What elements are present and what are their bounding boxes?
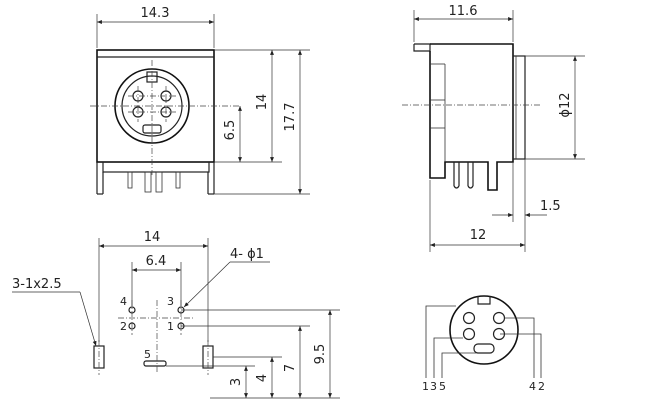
pinout-left-1: 1 bbox=[422, 380, 429, 393]
pinout-right-2: 2 bbox=[538, 380, 545, 393]
pinout-left-5: 5 bbox=[439, 380, 446, 393]
fp-slot-callout: 3-1x2.5 bbox=[12, 277, 62, 292]
fp-pin-5: 5 bbox=[144, 348, 151, 361]
front-total-height-label: 17.7 bbox=[283, 103, 298, 132]
front-inner-height-label: 14 bbox=[255, 94, 270, 111]
fp-height-9-5: 9.5 bbox=[313, 344, 328, 365]
fp-width-label: 14 bbox=[144, 230, 161, 245]
pcb-footprint: 4 3 2 1 5 14 6.4 4- ϕ1 3-1x2.5 3 4 bbox=[12, 230, 340, 399]
side-view: 11.6 ϕ12 1.5 12 bbox=[402, 4, 585, 252]
fp-pin-2: 2 bbox=[120, 320, 127, 333]
fp-hole-callout: 4- ϕ1 bbox=[230, 247, 264, 262]
side-pin-span-label: 12 bbox=[470, 228, 487, 243]
fp-spacing-label: 6.4 bbox=[146, 254, 167, 269]
fp-pin-4: 4 bbox=[120, 295, 127, 308]
fp-height-7: 7 bbox=[283, 364, 298, 372]
fp-pin-3: 3 bbox=[167, 295, 174, 308]
side-flange-label: 1.5 bbox=[540, 199, 561, 214]
pinout-view: 1 3 5 4 2 bbox=[422, 295, 545, 393]
side-diameter-label: ϕ12 bbox=[558, 92, 573, 117]
pinout-left-3: 3 bbox=[430, 380, 437, 393]
front-view: 14.3 6.5 14 17.7 bbox=[90, 6, 310, 195]
side-depth-label: 11.6 bbox=[449, 4, 478, 19]
front-width-label: 14.3 bbox=[141, 6, 170, 21]
fp-height-3: 3 bbox=[229, 378, 244, 386]
fp-pin-1: 1 bbox=[167, 320, 174, 333]
fp-height-4: 4 bbox=[255, 374, 270, 382]
pinout-right-4: 4 bbox=[529, 380, 536, 393]
front-center-height-label: 6.5 bbox=[223, 120, 238, 141]
